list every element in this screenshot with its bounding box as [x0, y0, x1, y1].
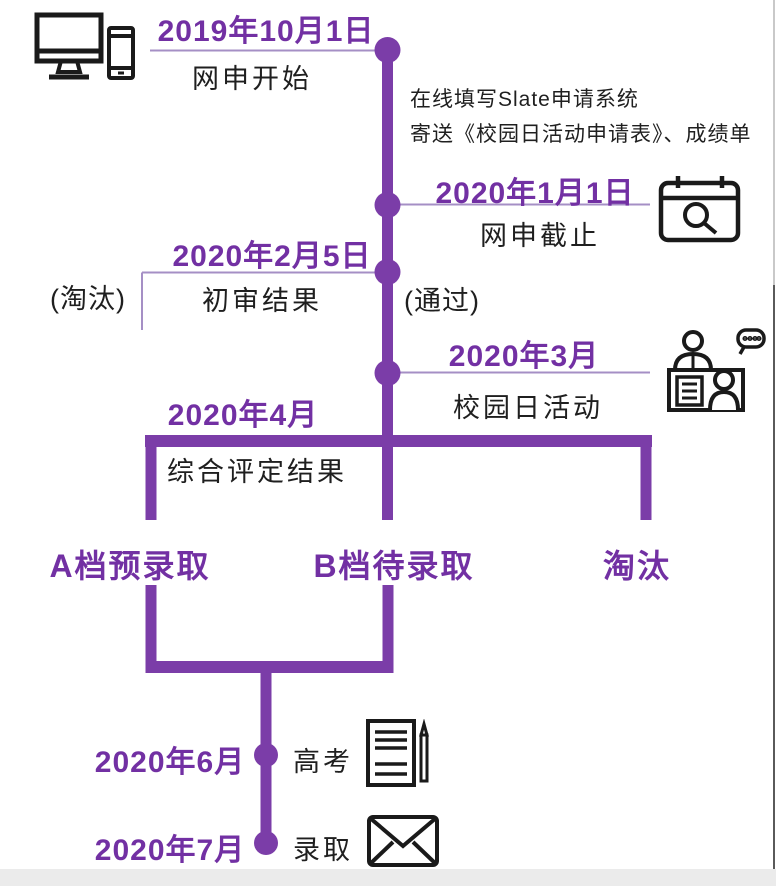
review-pass-tag: (通过) — [404, 286, 480, 316]
calendar-search-icon — [658, 176, 741, 243]
footer-bar — [0, 869, 776, 886]
review-date: 2020年2月5日 — [172, 240, 372, 273]
exam-paper-icon — [366, 719, 429, 787]
application-details: 在线填写Slate申请系统 寄送《校园日活动申请表》、成绩单 — [410, 82, 752, 152]
gaokao-label: 高考 — [293, 747, 353, 777]
deadline-label: 网申截止 — [480, 221, 600, 251]
devices-icon — [34, 12, 135, 80]
application-details-line2: 寄送《校园日活动申请表》、成绩单 — [410, 123, 752, 146]
interview-icon — [667, 328, 766, 412]
envelope-icon — [367, 815, 439, 867]
branch-b-label: B档待录取 — [313, 548, 475, 584]
evaluation-date: 2020年4月 — [167, 399, 319, 432]
evaluation-label: 综合评定结果 — [167, 457, 347, 487]
admission-date: 2020年7月 — [94, 834, 246, 867]
campus-day-date: 2020年3月 — [448, 340, 600, 373]
gaokao-date: 2020年6月 — [94, 746, 246, 779]
right-border-bottom — [773, 285, 775, 869]
right-border-top — [773, 0, 775, 285]
branch-a-label: A档预录取 — [49, 548, 211, 584]
deadline-date: 2020年1月1日 — [435, 177, 635, 210]
review-fail-tag: (淘汰) — [50, 284, 126, 314]
application-details-line1: 在线填写Slate申请系统 — [410, 88, 639, 111]
start-label: 网申开始 — [192, 64, 312, 94]
start-date: 2019年10月1日 — [157, 15, 375, 48]
campus-day-label: 校园日活动 — [453, 393, 603, 423]
review-label: 初审结果 — [202, 286, 322, 316]
admission-label: 录取 — [293, 835, 353, 865]
branch-eliminated-label: 淘汰 — [602, 548, 672, 584]
